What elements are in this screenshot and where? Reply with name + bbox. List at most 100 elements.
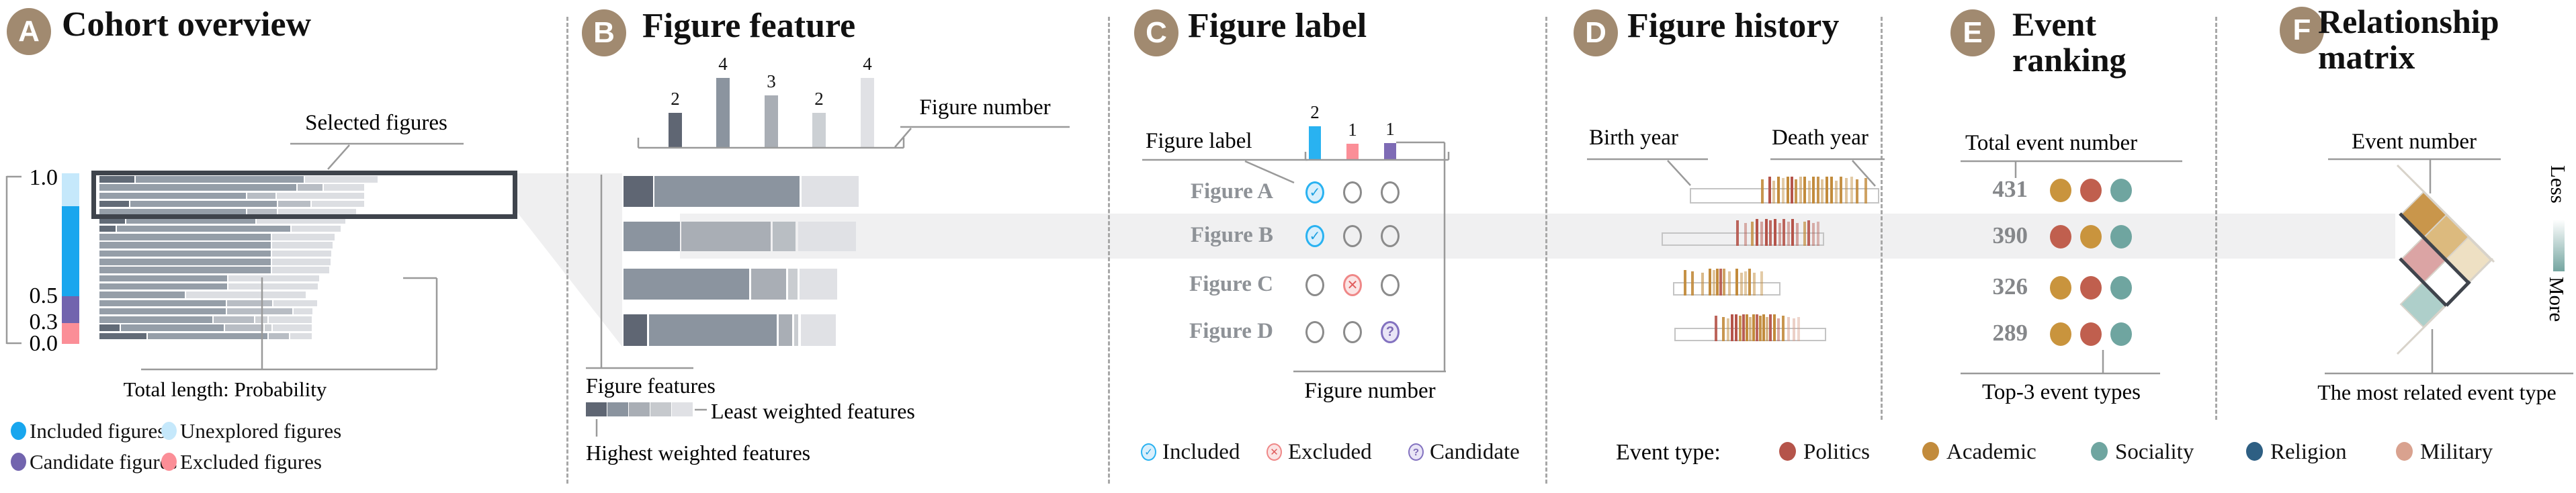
event-type-rank-dot-1[interactable] xyxy=(2050,225,2071,249)
event-type-rank-dot-1[interactable] xyxy=(2050,179,2071,202)
cohort-bar-row[interactable] xyxy=(99,225,341,232)
panel-e-badge: E xyxy=(1950,9,1995,56)
event-tick xyxy=(1762,314,1765,341)
event-type-rank-dot-1[interactable] xyxy=(2050,322,2071,346)
label-radio-empty[interactable] xyxy=(1343,321,1362,343)
event-tick xyxy=(1765,219,1768,246)
feature-bar-segment[interactable] xyxy=(779,314,792,346)
cohort-bar-row[interactable] xyxy=(99,242,333,249)
selected-figures-box[interactable] xyxy=(91,171,517,219)
f-event-number-label: Event number xyxy=(2351,130,2477,154)
event-type-rank-dot-3[interactable] xyxy=(2110,179,2132,202)
event-tick xyxy=(1744,271,1747,296)
least-weighted-label: Least weighted features xyxy=(711,399,915,423)
cohort-bar-row[interactable] xyxy=(99,209,356,216)
weight-scale-segment-2 xyxy=(629,402,650,416)
event-type-rank-dot-2[interactable] xyxy=(2080,276,2102,300)
event-type-rank-dot-2[interactable] xyxy=(2080,322,2102,346)
cohort-bar-row[interactable] xyxy=(99,308,312,315)
event-tick xyxy=(1715,316,1717,341)
religion-legend-dot xyxy=(2246,442,2263,461)
bar-segment xyxy=(148,332,267,340)
sociality-legend-dot xyxy=(2091,442,2108,461)
cohort-bar-row[interactable] xyxy=(99,234,335,240)
feature-bar-segment[interactable] xyxy=(794,314,798,346)
feature-bar-segment[interactable] xyxy=(624,222,680,251)
cohort-bar-row[interactable] xyxy=(99,200,364,208)
label-radio-empty[interactable] xyxy=(1343,225,1362,247)
figure-count-bar xyxy=(765,95,778,148)
label-radio-empty[interactable] xyxy=(1381,274,1400,296)
cohort-bar-row[interactable] xyxy=(99,283,318,290)
weight-scale-segment-3 xyxy=(650,402,671,416)
cohort-bar-row[interactable] xyxy=(99,332,312,340)
event-type-rank-dot-2[interactable] xyxy=(2080,179,2102,202)
event-type-rank-dot-3[interactable] xyxy=(2110,225,2132,249)
label-radio-candidate[interactable]: ? xyxy=(1381,321,1400,343)
event-type-rank-dot-2[interactable] xyxy=(2080,225,2102,249)
label-radio-empty[interactable] xyxy=(1343,181,1362,204)
bar-segment xyxy=(312,200,364,208)
figure-timeline-box[interactable] xyxy=(1690,188,1879,204)
bar-segment xyxy=(292,225,341,232)
cohort-bar-row[interactable] xyxy=(99,259,331,265)
cohort-bar-row[interactable] xyxy=(99,250,331,257)
event-tick xyxy=(1759,316,1762,341)
feature-bar-segment[interactable] xyxy=(788,269,798,300)
d-birth-slant xyxy=(1667,160,1691,186)
bar-segment xyxy=(305,176,378,183)
figure-timeline-box[interactable] xyxy=(1662,232,1824,246)
cohort-bar-row[interactable] xyxy=(99,192,364,199)
event-type-rank-dot-1[interactable] xyxy=(2050,276,2071,300)
event-type-rank-dot-3[interactable] xyxy=(2110,322,2132,346)
bar-segment xyxy=(269,316,312,323)
feature-bar-segment[interactable] xyxy=(798,222,856,251)
label-radio-empty[interactable] xyxy=(1381,225,1400,247)
figure-count-value: 4 xyxy=(718,54,728,74)
cohort-bar-row[interactable] xyxy=(99,267,329,273)
cohort-bar-row[interactable] xyxy=(99,324,312,331)
figure-row-label: Figure B xyxy=(1190,223,1273,247)
event-tick xyxy=(1709,269,1711,296)
feature-bar-segment[interactable] xyxy=(773,222,796,251)
event-type-rank-dot-3[interactable] xyxy=(2110,276,2132,300)
politics-legend-label: Politics xyxy=(1803,440,1871,464)
label-radio-included[interactable]: ✓ xyxy=(1305,181,1324,204)
legend-dot xyxy=(11,453,26,471)
cohort-bar-row[interactable] xyxy=(99,300,317,306)
figure-row-label: Figure D xyxy=(1189,319,1273,343)
legend-dot xyxy=(161,453,177,471)
event-tick xyxy=(1791,219,1794,246)
label-radio-excluded[interactable]: ✕ xyxy=(1343,274,1362,296)
event-tick xyxy=(1735,269,1738,296)
cohort-bar-row[interactable] xyxy=(99,184,364,191)
feature-bar-segment[interactable] xyxy=(624,314,647,346)
relation-strength-colorbar xyxy=(2553,220,2565,271)
event-tick xyxy=(1782,316,1785,341)
event-tick xyxy=(1736,220,1739,246)
feature-bar-segment[interactable] xyxy=(800,269,837,300)
bar-segment xyxy=(272,267,329,273)
bar-segment xyxy=(247,209,277,216)
feature-bar-segment[interactable] xyxy=(802,176,859,207)
cohort-bar-row[interactable] xyxy=(99,292,306,298)
f-band-edge-3 xyxy=(2445,280,2471,307)
feature-bar-segment[interactable] xyxy=(801,314,836,346)
cohort-bar-row[interactable] xyxy=(99,217,345,224)
feature-bar-segment[interactable] xyxy=(751,269,786,300)
figure-timeline-box[interactable] xyxy=(1673,282,1780,296)
label-radio-empty[interactable] xyxy=(1305,321,1324,343)
label-radio-empty[interactable] xyxy=(1381,181,1400,204)
event-tick xyxy=(1787,317,1790,341)
cohort-bar-row[interactable] xyxy=(99,275,319,282)
feature-bar-segment[interactable] xyxy=(654,176,800,207)
label-radio-included[interactable]: ✓ xyxy=(1305,225,1324,247)
event-tick xyxy=(1769,220,1772,246)
cohort-bar-row[interactable] xyxy=(99,176,378,183)
feature-bar-segment[interactable] xyxy=(624,176,653,207)
label-state-legend-text: Excluded xyxy=(1288,440,1372,464)
feature-bar-segment[interactable] xyxy=(681,222,771,251)
feature-bar-segment[interactable] xyxy=(649,314,777,346)
label-radio-empty[interactable] xyxy=(1305,274,1324,296)
feature-bar-segment[interactable] xyxy=(624,269,749,300)
